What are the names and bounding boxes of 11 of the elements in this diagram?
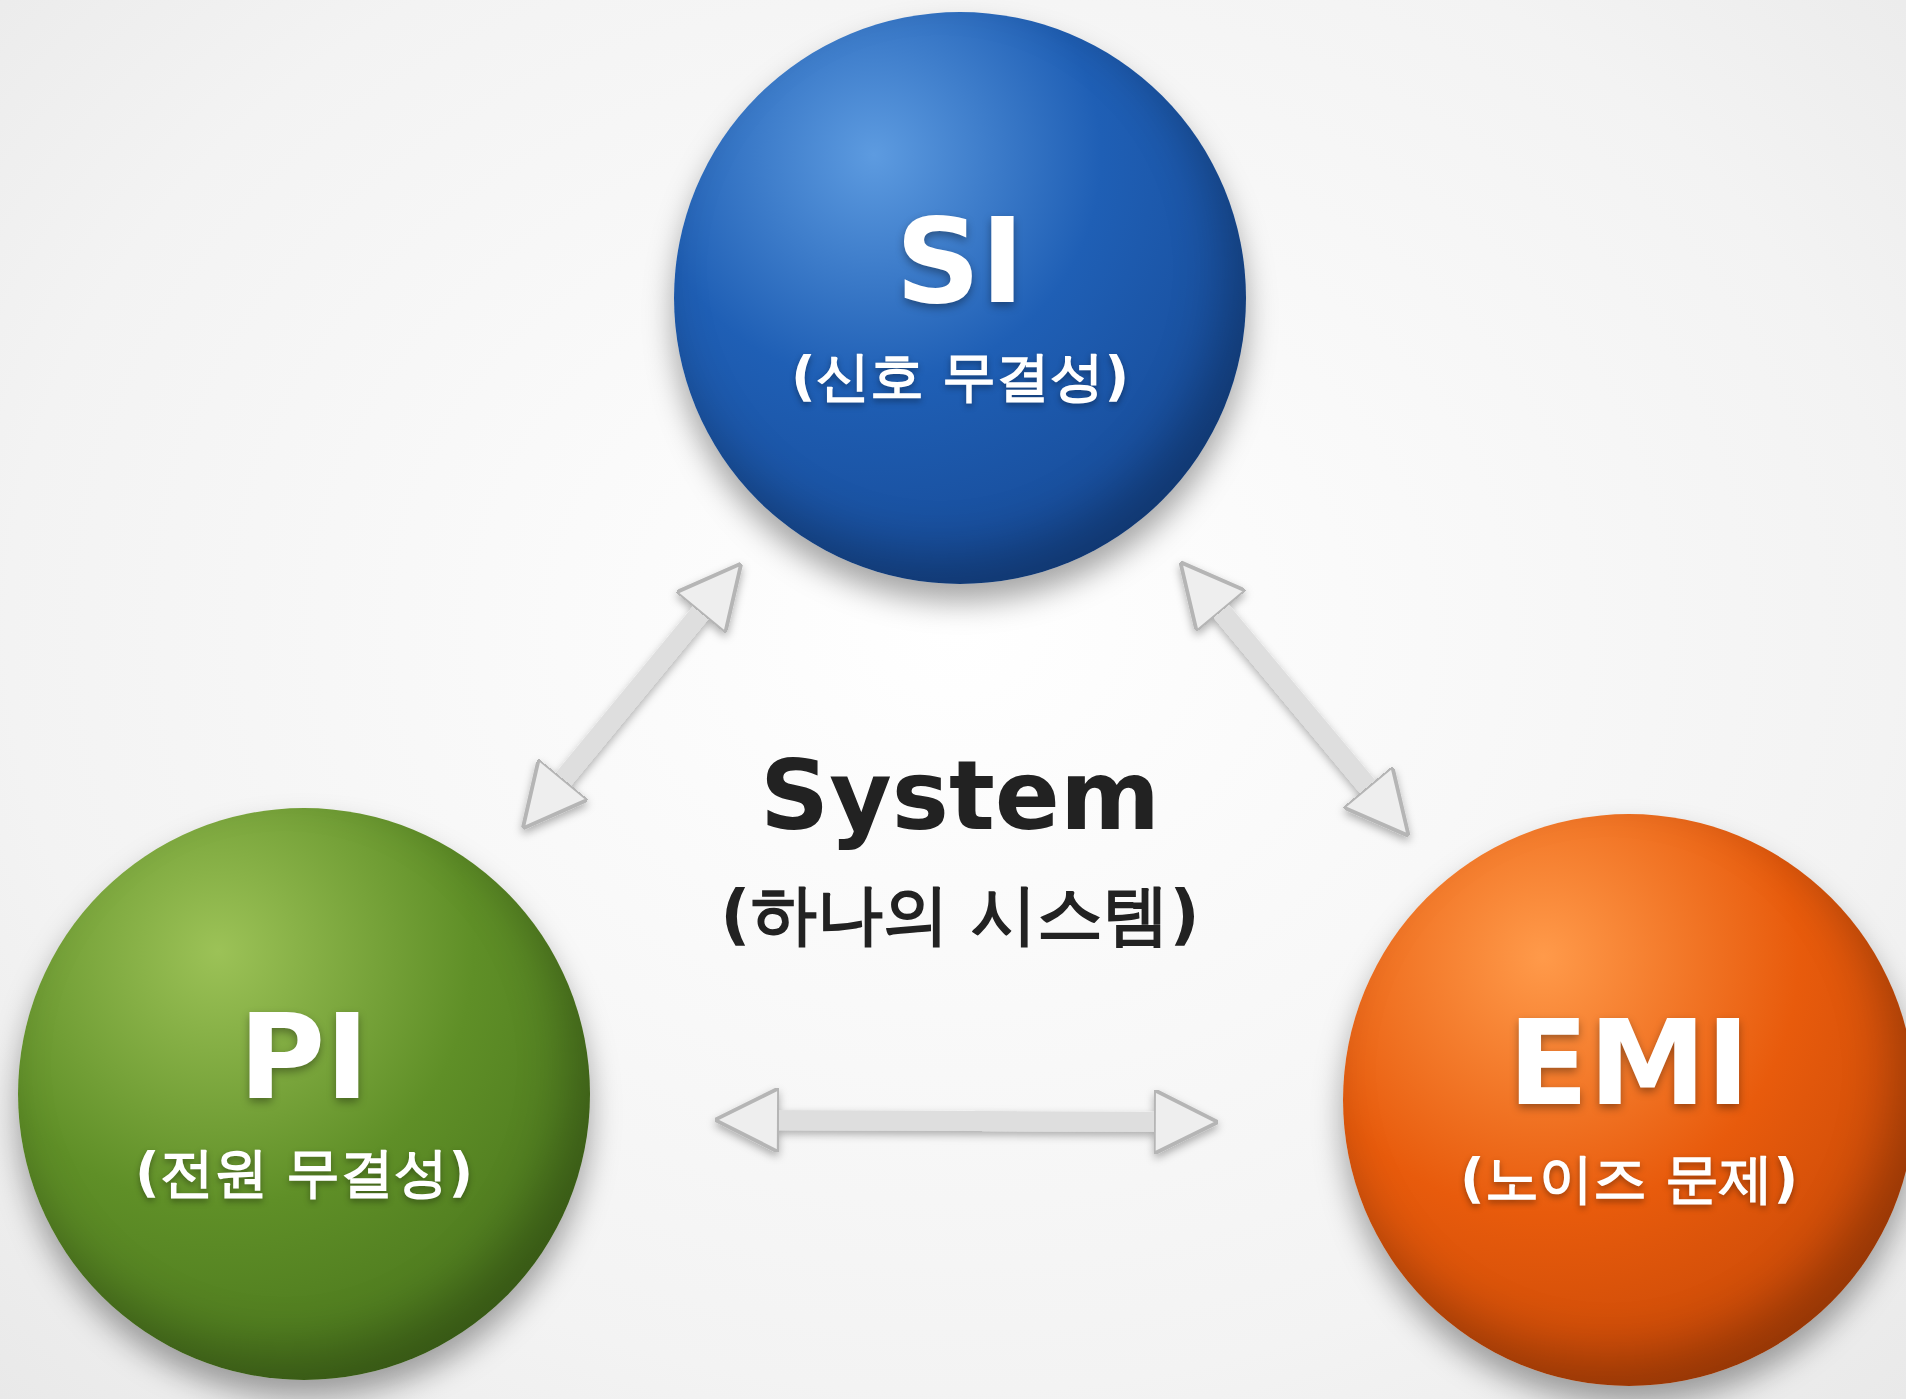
center-title: System: [760, 740, 1160, 852]
node-title: SI: [895, 202, 1025, 320]
double-arrow: [712, 1086, 1220, 1156]
node-subtitle: (신호 무결성): [790, 347, 1130, 407]
center-subtitle: (하나의 시스템): [720, 875, 1200, 955]
double-arrow: [1178, 560, 1411, 838]
node-title: PI: [238, 998, 370, 1116]
double-arrow: [520, 561, 744, 831]
node-subtitle: (전원 무결성): [134, 1143, 474, 1203]
node-subtitle: (노이즈 문제): [1459, 1149, 1799, 1209]
node-title: EMI: [1508, 1004, 1750, 1122]
